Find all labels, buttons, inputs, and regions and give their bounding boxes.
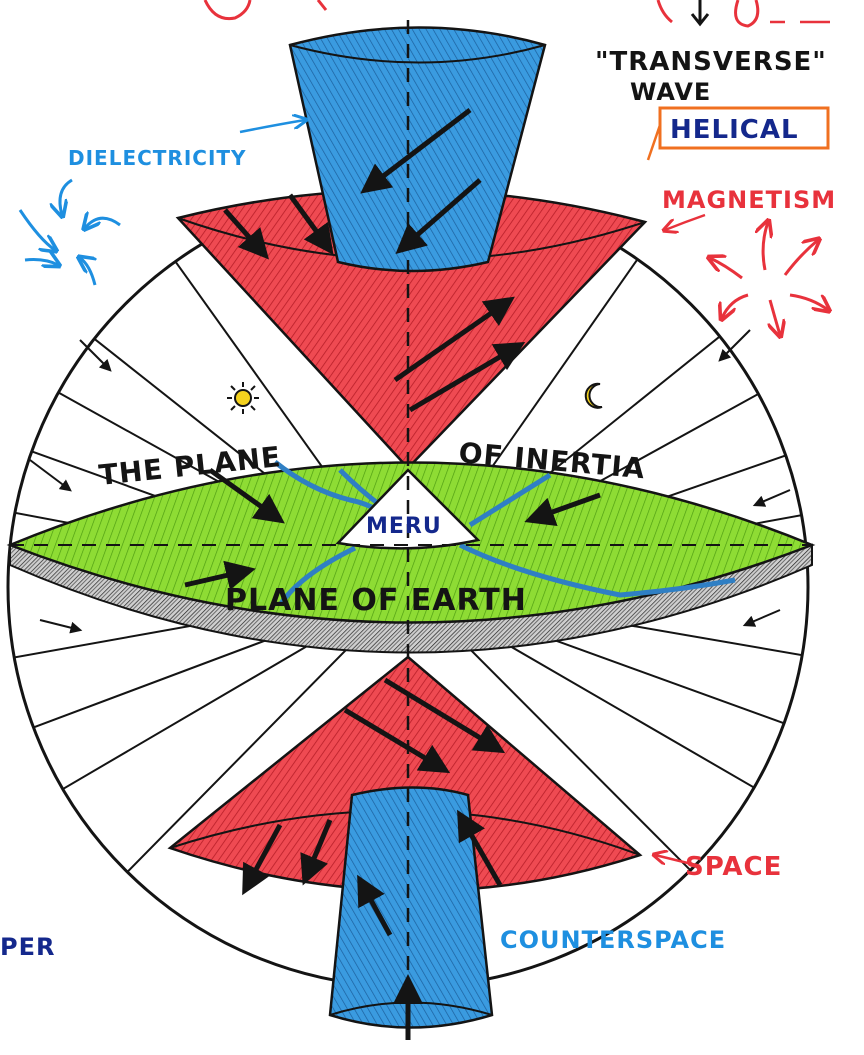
helical-label: HELICAL xyxy=(670,115,799,145)
edge-arrows xyxy=(29,329,791,634)
left-edge-fragment-label: PER xyxy=(0,933,55,961)
meru-label: MERU xyxy=(366,514,442,539)
flow-arrows xyxy=(184,108,601,1040)
plane-of-earth-label: PLANE OF EARTH xyxy=(225,583,527,618)
space-label: SPACE xyxy=(685,852,782,882)
moon-icon xyxy=(584,382,603,409)
magnetism-radial-icon xyxy=(710,222,828,335)
dielectric-swirl-icon xyxy=(18,178,121,286)
dielectricity-label: DIELECTRICITY xyxy=(68,146,247,170)
counterspace-label: COUNTERSPACE xyxy=(500,926,726,954)
transverse-label: "TRANSVERSE" xyxy=(595,47,827,77)
magnetism-label: MAGNETISM xyxy=(662,186,836,214)
wave-label: WAVE xyxy=(630,78,711,106)
top-edge-fragments xyxy=(203,0,830,28)
sun-icon xyxy=(227,382,259,414)
